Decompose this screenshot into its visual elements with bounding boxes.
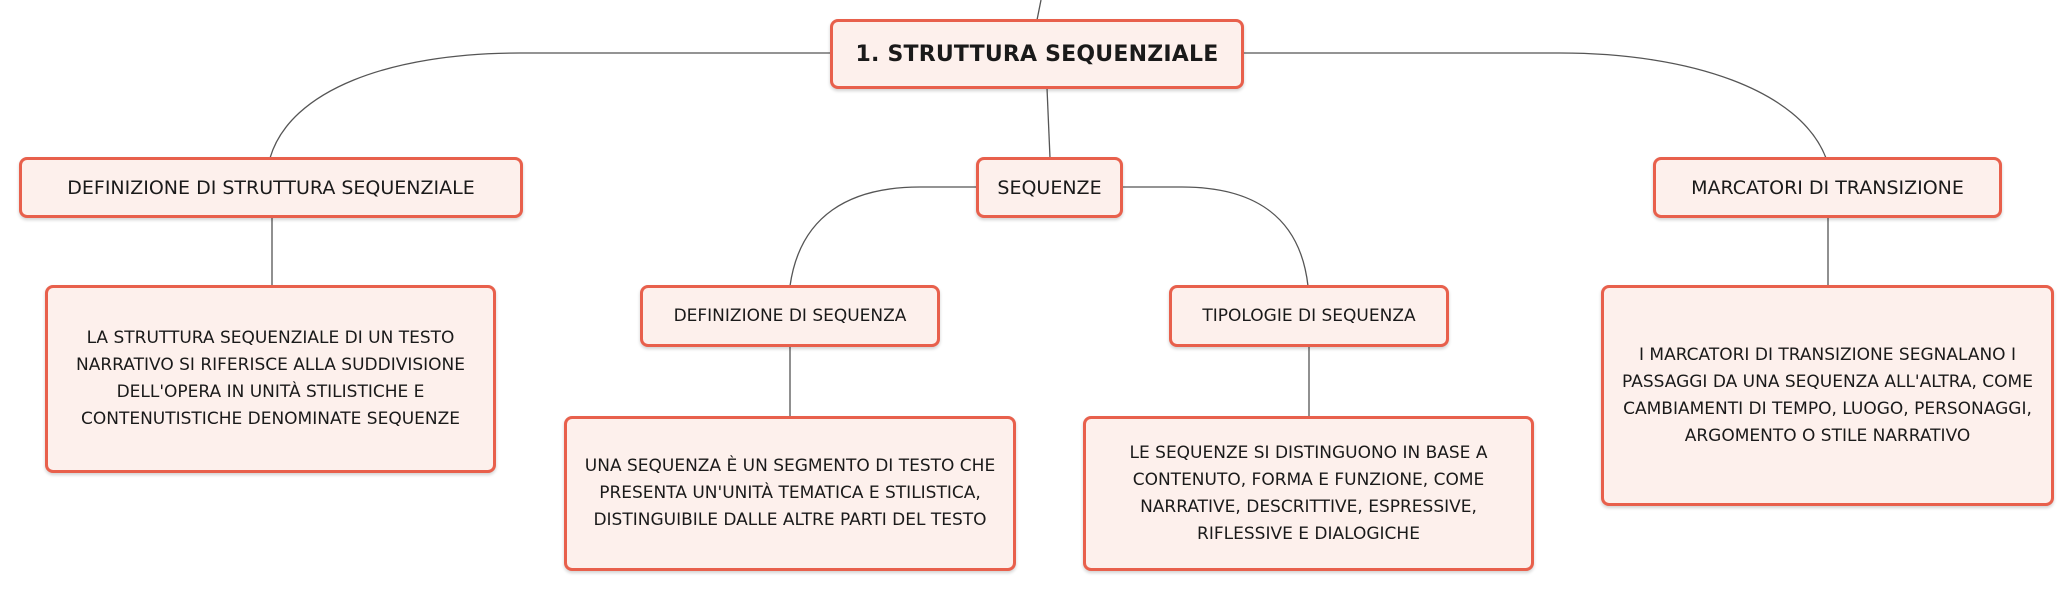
root-node[interactable]: 1. STRUTTURA SEQUENZIALE [830, 19, 1244, 89]
node-marcatori-label: MARCATORI DI TRANSIZIONE [1691, 176, 1964, 199]
connector-root-to-sequenze [1046, 87, 1051, 159]
node-definizione-struttura-label: DEFINIZIONE DI STRUTTURA SEQUENZIALE [67, 176, 475, 199]
connector-root-to-definizione [269, 52, 832, 159]
node-tipologie-sequenza-testo-label: LE SEQUENZE SI DISTINGUONO IN BASE A CON… [1129, 442, 1488, 544]
node-tipologie-sequenza[interactable]: TIPOLOGIE DI SEQUENZA [1169, 285, 1449, 347]
node-sequenze-label: SEQUENZE [997, 176, 1102, 199]
node-definizione-sequenza-testo-label: UNA SEQUENZA È UN SEGMENTO DI TESTO CHE … [584, 456, 996, 530]
node-definizione-sequenza-label: DEFINIZIONE DI SEQUENZA [673, 306, 907, 326]
node-tipologie-sequenza-testo[interactable]: LE SEQUENZE SI DISTINGUONO IN BASE A CON… [1083, 416, 1534, 571]
node-definizione-sequenza-testo[interactable]: UNA SEQUENZA È UN SEGMENTO DI TESTO CHE … [564, 416, 1016, 571]
node-sequenze[interactable]: SEQUENZE [976, 157, 1123, 218]
connector-parent-to-root [1036, 0, 1042, 21]
node-definizione-struttura[interactable]: DEFINIZIONE DI STRUTTURA SEQUENZIALE [19, 157, 523, 218]
connector-root-to-marcatori [1242, 52, 1827, 159]
node-marcatori[interactable]: MARCATORI DI TRANSIZIONE [1653, 157, 2002, 218]
node-definizione-struttura-testo[interactable]: LA STRUTTURA SEQUENZIALE DI UN TESTO NAR… [45, 285, 496, 473]
node-marcatori-testo[interactable]: I MARCATORI DI TRANSIZIONE SEGNALANO I P… [1601, 285, 2054, 506]
root-node-label: 1. STRUTTURA SEQUENZIALE [855, 41, 1219, 67]
connector-sequenze-to-tipologie [1122, 186, 1309, 287]
node-tipologie-sequenza-label: TIPOLOGIE DI SEQUENZA [1202, 306, 1416, 326]
node-definizione-sequenza[interactable]: DEFINIZIONE DI SEQUENZA [640, 285, 940, 347]
node-definizione-struttura-testo-label: LA STRUTTURA SEQUENZIALE DI UN TESTO NAR… [76, 328, 465, 429]
connector-sequenze-to-definizione-sequenza [789, 186, 977, 287]
node-marcatori-testo-label: I MARCATORI DI TRANSIZIONE SEGNALANO I P… [1622, 344, 2033, 446]
